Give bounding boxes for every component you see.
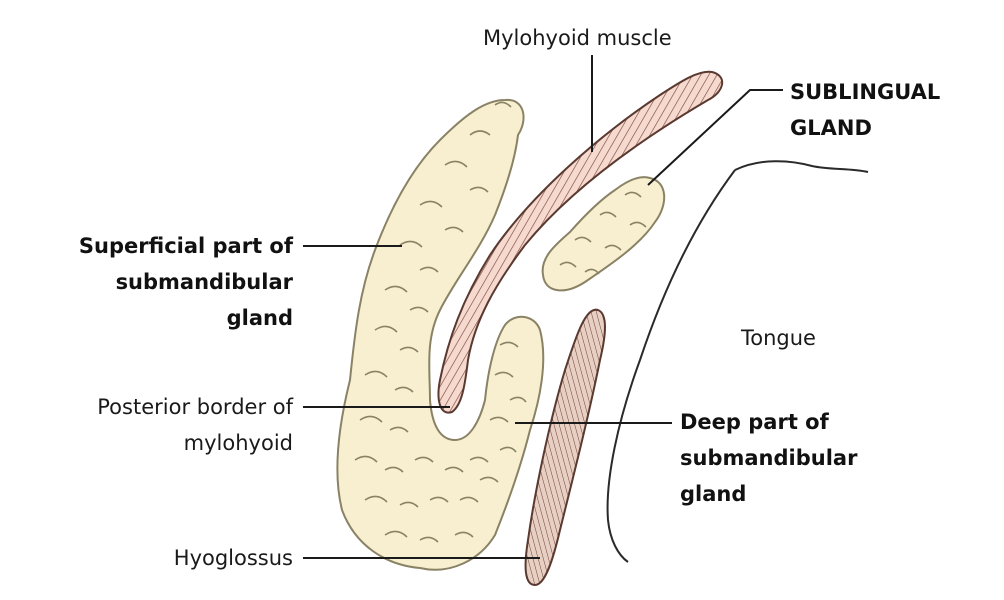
label-sublingual-gland-line1: SUBLINGUAL [790,80,940,104]
label-sublingual-gland-line2: GLAND [790,116,872,140]
sublingual-gland-body [541,176,666,292]
leader-lines [303,55,783,559]
label-tongue: Tongue [740,326,816,350]
tongue-outline [606,160,869,563]
label-superficial-line2: submandibular [116,270,294,294]
mylohyoid-muscle-shape [437,70,723,414]
label-deep-part-line1: Deep part of [680,410,830,434]
label-hyoglossus: Hyoglossus [174,546,293,570]
label-posterior-border-line2: mylohyoid [184,431,293,455]
label-superficial-line1: Superficial part of [79,234,294,258]
submandibular-gland-body [336,98,545,571]
label-superficial-line3: gland [227,306,293,330]
label-deep-part-line3: gland [680,482,746,506]
submandibular-gland [336,98,545,571]
label-deep-part-line2: submandibular [680,446,858,470]
label-mylohyoid-muscle: Mylohyoid muscle [483,26,672,50]
sublingual-gland [541,176,666,292]
label-posterior-border-line1: Posterior border of [97,395,293,419]
gland-lobules [354,101,527,543]
leader-sublingual-gland [647,89,783,186]
hyoglossus-shape [524,308,606,587]
